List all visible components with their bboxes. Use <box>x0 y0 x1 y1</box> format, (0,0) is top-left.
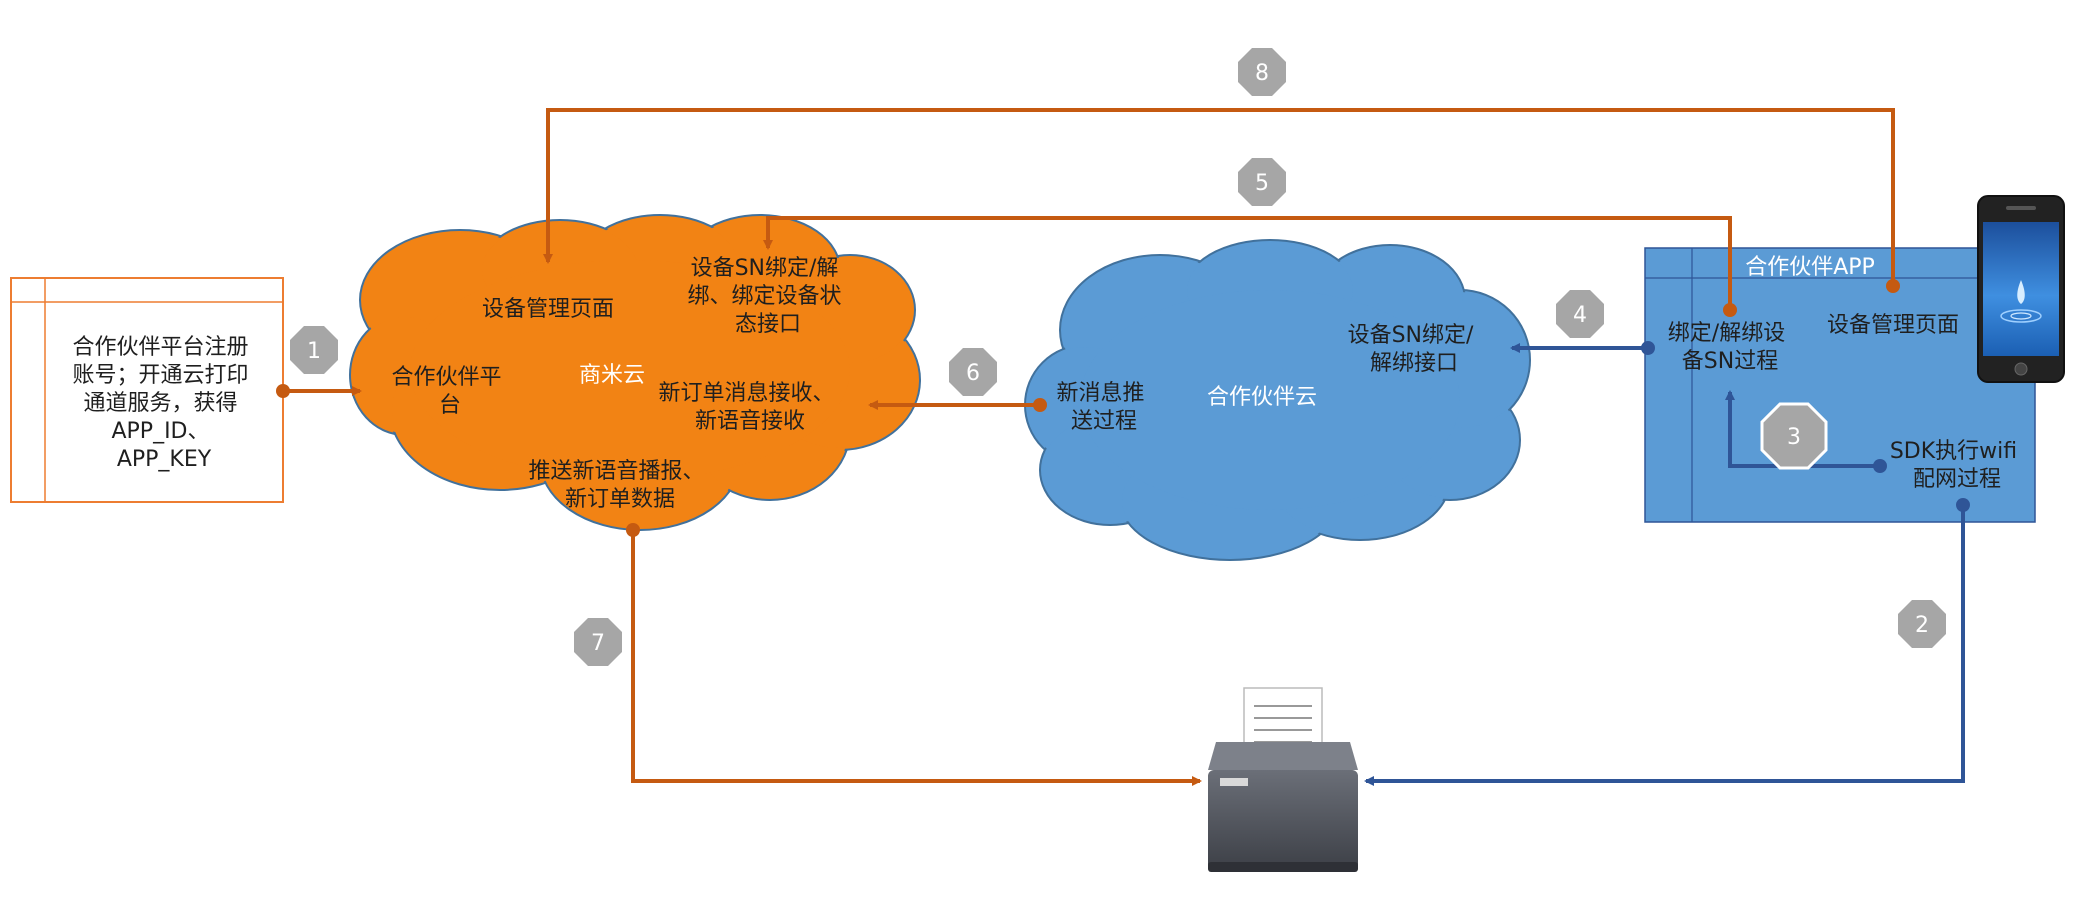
connector-2 <box>1364 505 1965 786</box>
step-badges: 1 2 3 4 5 6 7 8 <box>290 48 1946 666</box>
badge-8: 8 <box>1238 48 1286 96</box>
sunmi-push-line-2: 新订单数据 <box>565 487 675 512</box>
badge-5-label: 5 <box>1255 171 1269 196</box>
badge-6: 6 <box>949 348 997 396</box>
connector-dots <box>276 279 1970 537</box>
printer-icon <box>1208 687 1358 872</box>
sunmi-order-line-2: 新语音接收 <box>695 409 805 434</box>
badge-2: 2 <box>1898 600 1946 648</box>
partner-platform-line-3: 通道服务，获得 <box>83 391 237 416</box>
badge-1-label: 1 <box>307 339 321 364</box>
badge-3: 3 <box>1760 402 1828 470</box>
sunmi-order-line-1: 新订单消息接收、 <box>658 381 834 406</box>
partner-app-sdk-wifi: SDK执行wifi 配网过程 <box>1890 439 2024 492</box>
partner-push-line-1: 新消息推 <box>1056 381 1144 406</box>
partner-platform-line-1: 合作伙伴平台注册 <box>72 335 248 360</box>
badge-3-label: 3 <box>1787 425 1801 450</box>
sunmi-partner-platform-line-2: 台 <box>439 393 461 418</box>
badge-1: 1 <box>290 326 338 374</box>
badge-8-label: 8 <box>1255 61 1269 86</box>
sunmi-new-order-receive: 新订单消息接收、 新语音接收 <box>658 381 841 434</box>
badge-6-label: 6 <box>966 361 980 386</box>
badge-4-label: 4 <box>1573 303 1587 328</box>
connector-7 <box>631 530 1202 786</box>
app-sdk-line-2: 配网过程 <box>1913 467 2001 492</box>
sunmi-sn-bind-line-1: 设备SN绑定/解 <box>691 256 839 281</box>
sunmi-device-mgmt: 设备管理页面 <box>482 297 614 322</box>
badge-7-label: 7 <box>591 631 605 656</box>
partner-cloud-sn-bind-api: 设备SN绑定/ 解绑接口 <box>1348 323 1481 376</box>
badge-4: 4 <box>1556 290 1604 338</box>
sunmi-cloud: 设备管理页面 合作伙伴平 台 商米云 设备SN绑定/解 绑、绑定设备状 态接口 … <box>349 214 921 531</box>
partner-platform-line-5: APP_KEY <box>117 447 212 472</box>
sunmi-push-line-1: 推送新语音播报、 <box>528 459 704 484</box>
badge-5: 5 <box>1238 158 1286 206</box>
partner-push-line-2: 送过程 <box>1071 409 1137 434</box>
sunmi-sn-bind-line-3: 态接口 <box>735 312 801 337</box>
partner-cloud-push-process: 新消息推 送过程 <box>1056 381 1151 434</box>
partner-app-bind-process: 绑定/解绑设 备SN过程 <box>1668 321 1792 374</box>
partner-cloud-name: 合作伙伴云 <box>1207 385 1317 410</box>
badge-2-label: 2 <box>1915 613 1929 638</box>
partner-platform-box: 合作伙伴平台注册 账号；开通云打印 通道服务，获得 APP_ID、 APP_KE… <box>10 277 284 503</box>
app-bind-line-2: 备SN过程 <box>1682 349 1778 374</box>
sunmi-sn-bind-api: 设备SN绑定/解 绑、绑定设备状 态接口 <box>687 256 848 337</box>
sunmi-cloud-name: 商米云 <box>579 363 645 388</box>
app-sdk-line-1: SDK执行wifi <box>1890 439 2017 464</box>
partner-app-device-mgmt: 设备管理页面 <box>1827 313 1959 338</box>
connector-5 <box>763 216 1732 310</box>
partner-app-title: 合作伙伴APP <box>1745 255 1875 280</box>
partner-platform-line-2: 账号；开通云打印 <box>72 363 248 388</box>
connectors <box>283 108 1965 786</box>
badge-7: 7 <box>574 618 622 666</box>
partner-sn-line-1: 设备SN绑定/ <box>1348 323 1474 348</box>
partner-cloud: 新消息推 送过程 合作伙伴云 设备SN绑定/ 解绑接口 <box>1024 239 1531 561</box>
partner-platform-line-4: APP_ID、 <box>111 419 209 444</box>
connector-3 <box>1725 390 1880 468</box>
sunmi-push-voice: 推送新语音播报、 新订单数据 <box>528 459 711 512</box>
sunmi-partner-platform: 合作伙伴平 台 <box>391 365 508 418</box>
app-bind-line-1: 绑定/解绑设 <box>1668 321 1785 346</box>
sunmi-partner-platform-line-1: 合作伙伴平 <box>391 365 501 390</box>
sunmi-sn-bind-line-2: 绑、绑定设备状 <box>687 284 841 309</box>
partner-app-box: 合作伙伴APP 设备管理页面 绑定/解绑设 备SN过程 SDK执行wifi 配网… <box>1644 247 2036 523</box>
partner-sn-line-2: 解绑接口 <box>1370 351 1458 376</box>
connector-8 <box>543 108 1895 286</box>
phone-icon <box>1977 195 2065 383</box>
partner-platform-text: 合作伙伴平台注册 账号；开通云打印 通道服务，获得 APP_ID、 APP_KE… <box>72 335 255 472</box>
